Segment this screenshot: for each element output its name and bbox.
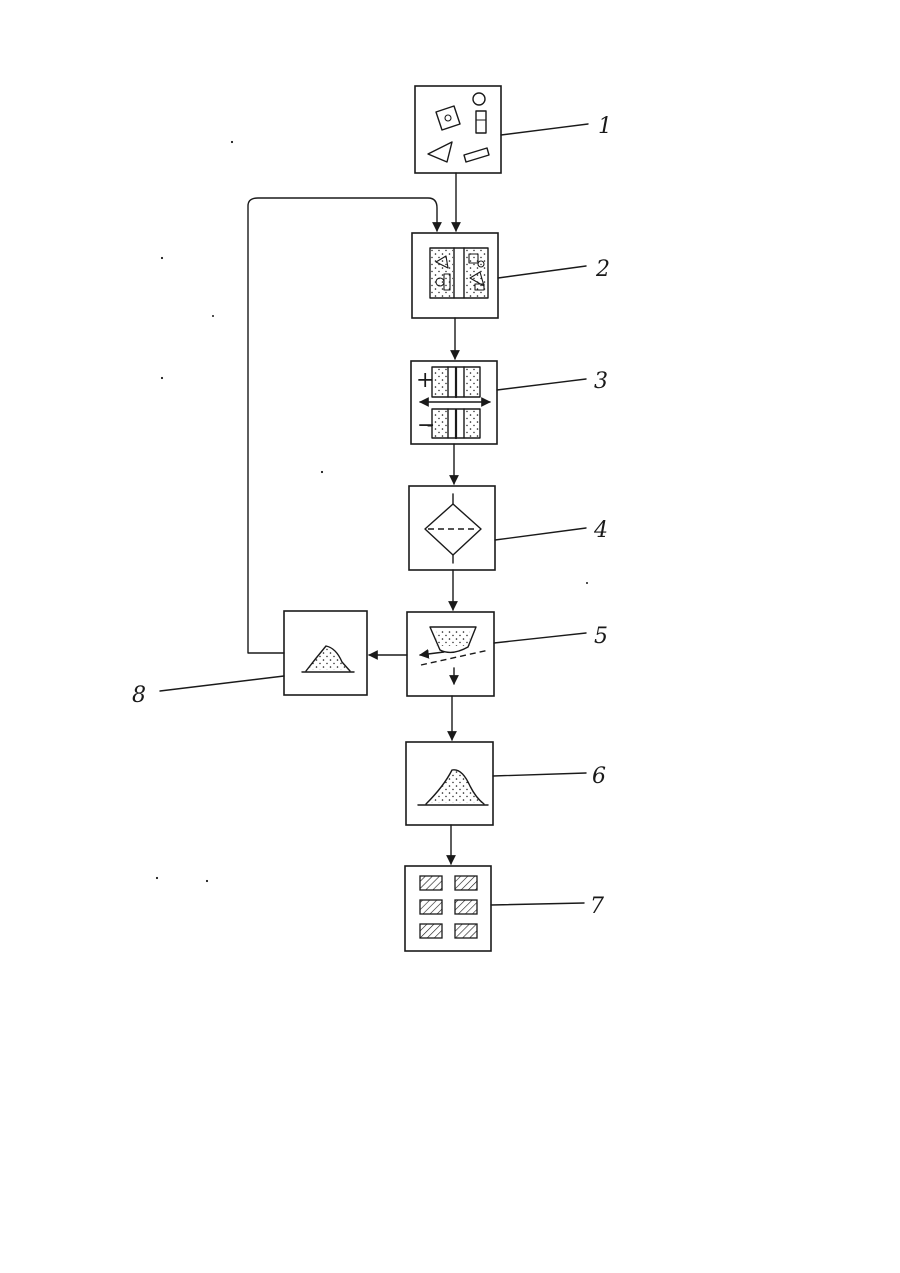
label-5: 5 [594,624,608,649]
label-2: 2 [595,257,610,282]
leader-lines [160,124,588,905]
block-1-raw-scrap [415,86,501,173]
label-6: 6 [592,764,606,789]
block-8-coarse-fraction [284,611,367,695]
scan-specks [156,141,588,882]
label-3: 3 [594,369,608,394]
block-2-grinding [412,233,498,318]
block-5-sieving [407,612,494,696]
block-4-filter [409,486,495,570]
label-7: 7 [590,894,604,919]
block-3-separation: + − [411,361,497,444]
block-7-products [405,866,491,951]
block-6-powder [406,742,493,825]
number-labels: 1 2 3 4 5 6 7 8 [132,114,612,919]
plus-sign: + [416,368,434,393]
label-8: 8 [132,683,146,708]
label-4: 4 [593,518,608,543]
label-1: 1 [598,114,612,139]
minus-sign: − [417,413,435,438]
recycle-arrow-8-to-2 [248,198,437,653]
